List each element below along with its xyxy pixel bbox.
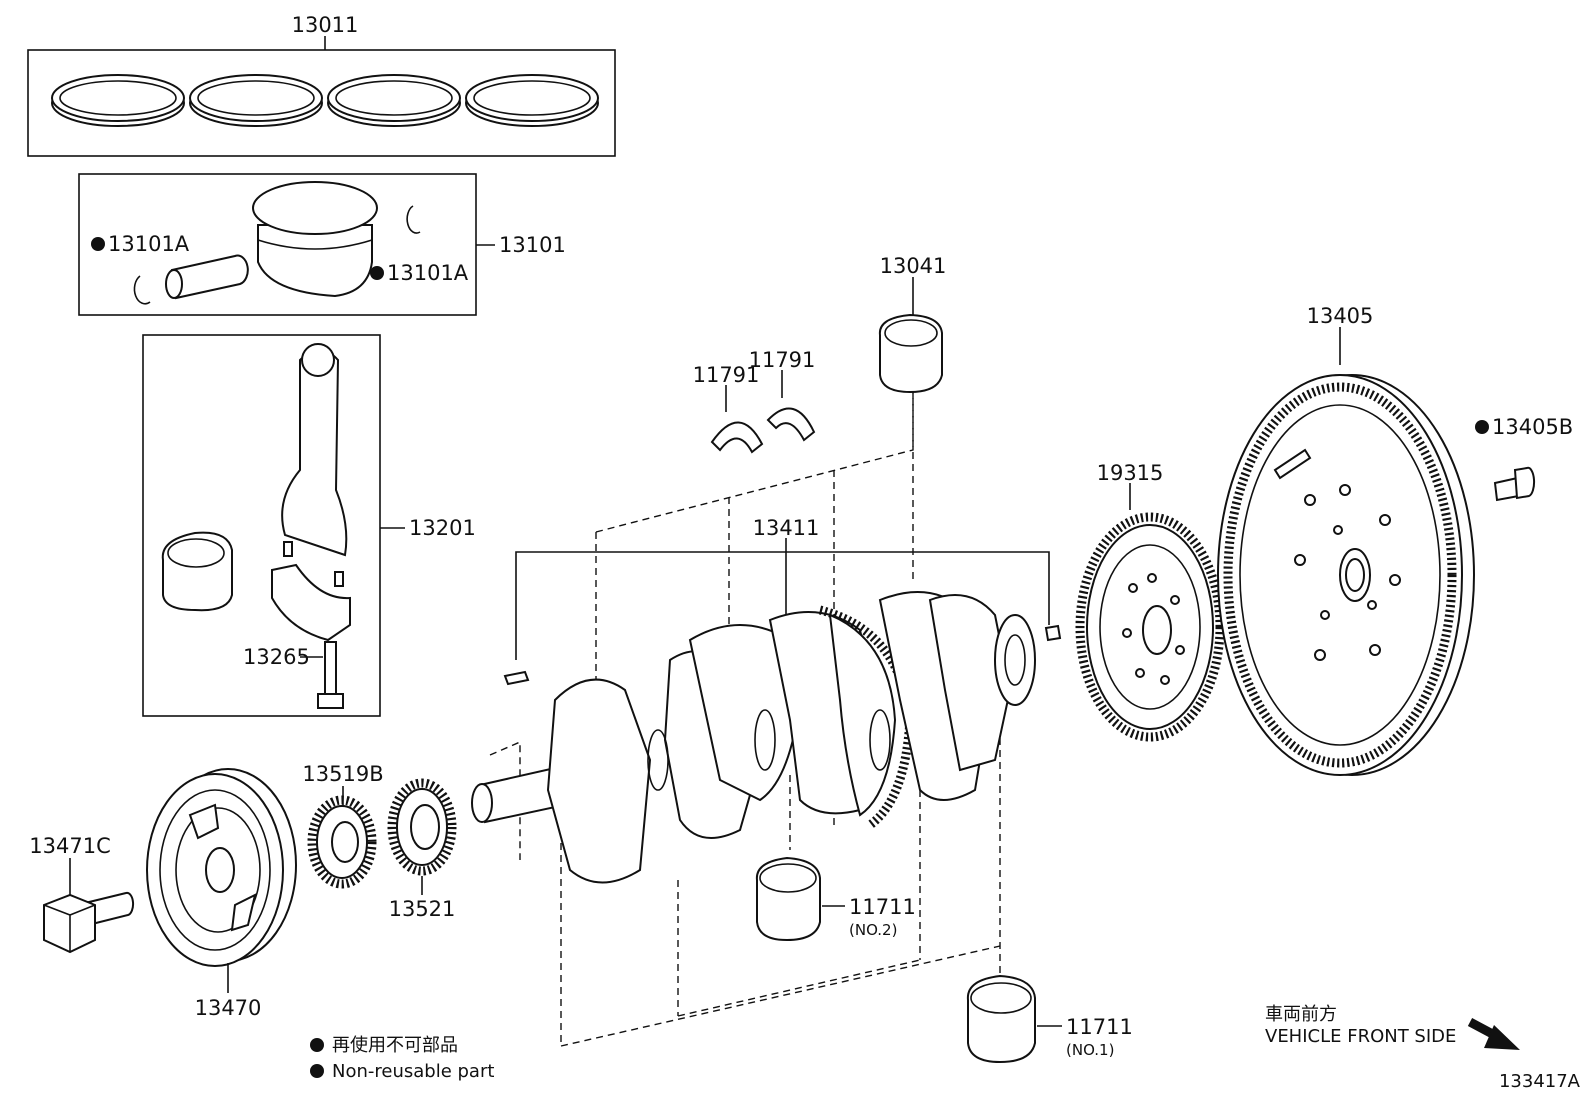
part-label-13405B[interactable]: 13405B [1492, 415, 1573, 439]
drive-plate-19315[interactable] [1075, 512, 1225, 742]
part-label-13101A-right[interactable]: 13101A [387, 261, 469, 285]
non-reusable-dot [91, 237, 105, 251]
main-bearing-no2[interactable] [755, 856, 821, 942]
arrow-down-right-icon [1467, 1018, 1520, 1050]
flywheel-bolt[interactable] [1493, 466, 1536, 502]
part-label-13411[interactable]: 13411 [753, 516, 820, 540]
part-sublabel-no1: (NO.1) [1066, 1041, 1114, 1059]
main-bearing-no1-group: 11711 (NO.1) [966, 974, 1133, 1064]
snap-ring-right[interactable] [406, 205, 421, 234]
flywheel-bolt-group: 13405B [1475, 415, 1573, 502]
piston-ring-4[interactable] [465, 74, 599, 127]
part-label-13201[interactable]: 13201 [409, 516, 476, 540]
part-label-13101[interactable]: 13101 [499, 233, 566, 257]
connecting-rod-bearing[interactable] [161, 531, 233, 612]
thrust-washer-b[interactable] [766, 407, 816, 442]
piston-ring-set-group: 13011 [27, 13, 616, 157]
connecting-rod[interactable] [281, 343, 348, 557]
part-label-11711-no1[interactable]: 11711 [1066, 1015, 1133, 1039]
part-label-13471C[interactable]: 13471C [29, 834, 110, 858]
flywheel-13405[interactable] [1217, 374, 1475, 776]
drive-plate-group: 19315 [1075, 461, 1225, 742]
non-reusable-dot [370, 266, 384, 280]
vehicle-front-indicator: 車両前方 VEHICLE FRONT SIDE [1265, 1004, 1520, 1050]
crank-sprocket-13519B[interactable] [307, 795, 377, 889]
piston-ring-1[interactable] [51, 74, 185, 127]
piston-pin[interactable] [165, 254, 249, 300]
part-label-11791-a[interactable]: 11791 [693, 363, 760, 387]
crankshaft[interactable] [471, 591, 1036, 884]
part-label-13521[interactable]: 13521 [389, 897, 456, 921]
connecting-rod-group: 13201 13265 [142, 334, 476, 717]
part-label-13519B[interactable]: 13519B [302, 762, 383, 786]
sprocket-13519B-group: 13519B [302, 762, 384, 889]
crank-sprocket-13521[interactable] [387, 778, 457, 876]
pulley-bolt-group: 13471C [29, 834, 135, 954]
dowel-pin [334, 571, 344, 587]
sprocket-13521-group: 13521 [387, 778, 457, 921]
part-label-13101A-left[interactable]: 13101A [108, 232, 190, 256]
piston-ring-2[interactable] [189, 74, 323, 127]
part-label-13265[interactable]: 13265 [243, 645, 310, 669]
key-right [1044, 624, 1062, 642]
legend-dot [310, 1064, 324, 1078]
crankshaft-group: 13411 [471, 516, 1062, 884]
legend: 再使用不可部品 Non-reusable part [310, 1035, 494, 1082]
thrust-washer-a[interactable] [710, 421, 764, 454]
dowel-pin [283, 541, 293, 557]
diagram-id: 133417A [1499, 1071, 1581, 1092]
part-label-13041[interactable]: 13041 [880, 254, 947, 278]
legend-japanese: 再使用不可部品 [332, 1035, 458, 1056]
rod-cap[interactable] [271, 563, 351, 642]
piston-ring-3[interactable] [327, 74, 461, 127]
key-left [503, 670, 530, 686]
legend-english: Non-reusable part [332, 1061, 494, 1082]
direction-english: VEHICLE FRONT SIDE [1265, 1026, 1456, 1047]
snap-ring-left[interactable] [133, 275, 151, 305]
main-bearing-no1[interactable] [966, 974, 1036, 1064]
flywheel-group: 13405 [1217, 304, 1475, 776]
crankshaft-bearing-13041[interactable] [878, 313, 943, 394]
crank-pulley-group: 13470 [146, 768, 297, 1020]
part-label-11711-no2[interactable]: 11711 [849, 895, 916, 919]
main-bearing-no2-group: 11711 (NO.2) [755, 856, 916, 942]
legend-dot [310, 1038, 324, 1052]
direction-japanese: 車両前方 [1265, 1004, 1337, 1025]
non-reusable-dot [1475, 420, 1489, 434]
thrust-washers-group: 11791 11791 [693, 348, 816, 454]
piston[interactable] [252, 181, 378, 298]
pulley-bolt[interactable] [43, 891, 135, 954]
part-label-13470[interactable]: 13470 [195, 996, 262, 1020]
part-label-13405[interactable]: 13405 [1307, 304, 1374, 328]
part-sublabel-no2: (NO.2) [849, 921, 897, 939]
crankshaft-pulley[interactable] [146, 768, 297, 967]
part-label-11791-b[interactable]: 11791 [749, 348, 816, 372]
crank-bearing-13041-group: 13041 [878, 254, 947, 580]
piston-assembly-group: 13101A 13101A 13101 [78, 173, 566, 316]
part-label-19315[interactable]: 19315 [1097, 461, 1164, 485]
connecting-rod-bolt[interactable] [317, 641, 344, 709]
part-label-13011[interactable]: 13011 [292, 13, 359, 37]
